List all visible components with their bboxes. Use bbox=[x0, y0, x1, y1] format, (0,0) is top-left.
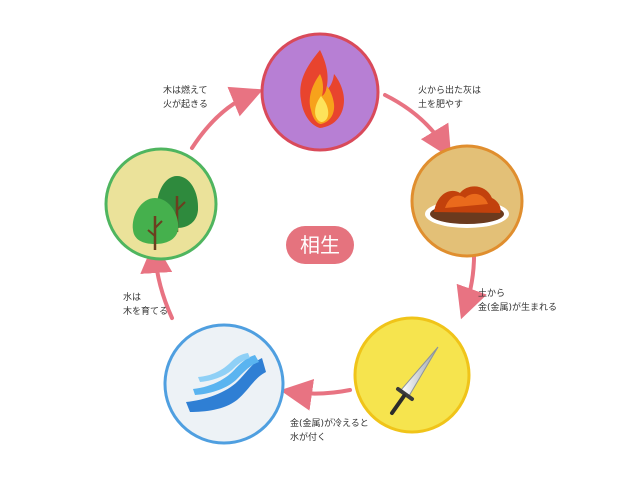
center-label-badge: 相生 bbox=[286, 226, 354, 264]
earth-element bbox=[410, 144, 524, 258]
arrow-fire-to-earth bbox=[383, 93, 452, 159]
arrow-wood-to-fire bbox=[190, 86, 264, 150]
caption-line: 木は燃えて bbox=[163, 86, 208, 96]
arrow-metal-to-water bbox=[280, 378, 352, 411]
caption-line: 水は bbox=[123, 293, 142, 303]
caption-line: 金(金属)が冷えると bbox=[290, 419, 369, 429]
caption-earth-to-metal: 土から 金(金属)が生まれる bbox=[478, 287, 557, 315]
waves-icon bbox=[186, 353, 266, 412]
caption-line: 土を肥やす bbox=[418, 100, 464, 110]
water-element bbox=[163, 323, 285, 445]
sword-icon bbox=[390, 346, 439, 415]
trees-icon bbox=[132, 176, 199, 250]
caption-line: 火が起きる bbox=[163, 100, 208, 110]
caption-line: 土から bbox=[478, 289, 506, 299]
fire-element bbox=[260, 32, 380, 152]
wood-element bbox=[104, 147, 218, 261]
metal-element bbox=[353, 316, 471, 434]
mounds-icon bbox=[425, 186, 509, 228]
caption-line: 火から出た灰は bbox=[418, 86, 482, 96]
flame-icon bbox=[300, 50, 344, 128]
caption-wood-to-fire: 木は燃えて 火が起きる bbox=[163, 84, 208, 112]
caption-line: 水が付く bbox=[290, 433, 327, 443]
caption-metal-to-water: 金(金属)が冷えると 水が付く bbox=[290, 417, 369, 445]
caption-water-to-wood: 水は 木を育てる bbox=[123, 291, 168, 319]
metal-circle bbox=[353, 316, 471, 434]
caption-line: 金(金属)が生まれる bbox=[478, 303, 558, 313]
caption-fire-to-earth: 火から出た灰は 土を肥やす bbox=[418, 84, 481, 112]
caption-line: 木を育てる bbox=[123, 307, 169, 317]
